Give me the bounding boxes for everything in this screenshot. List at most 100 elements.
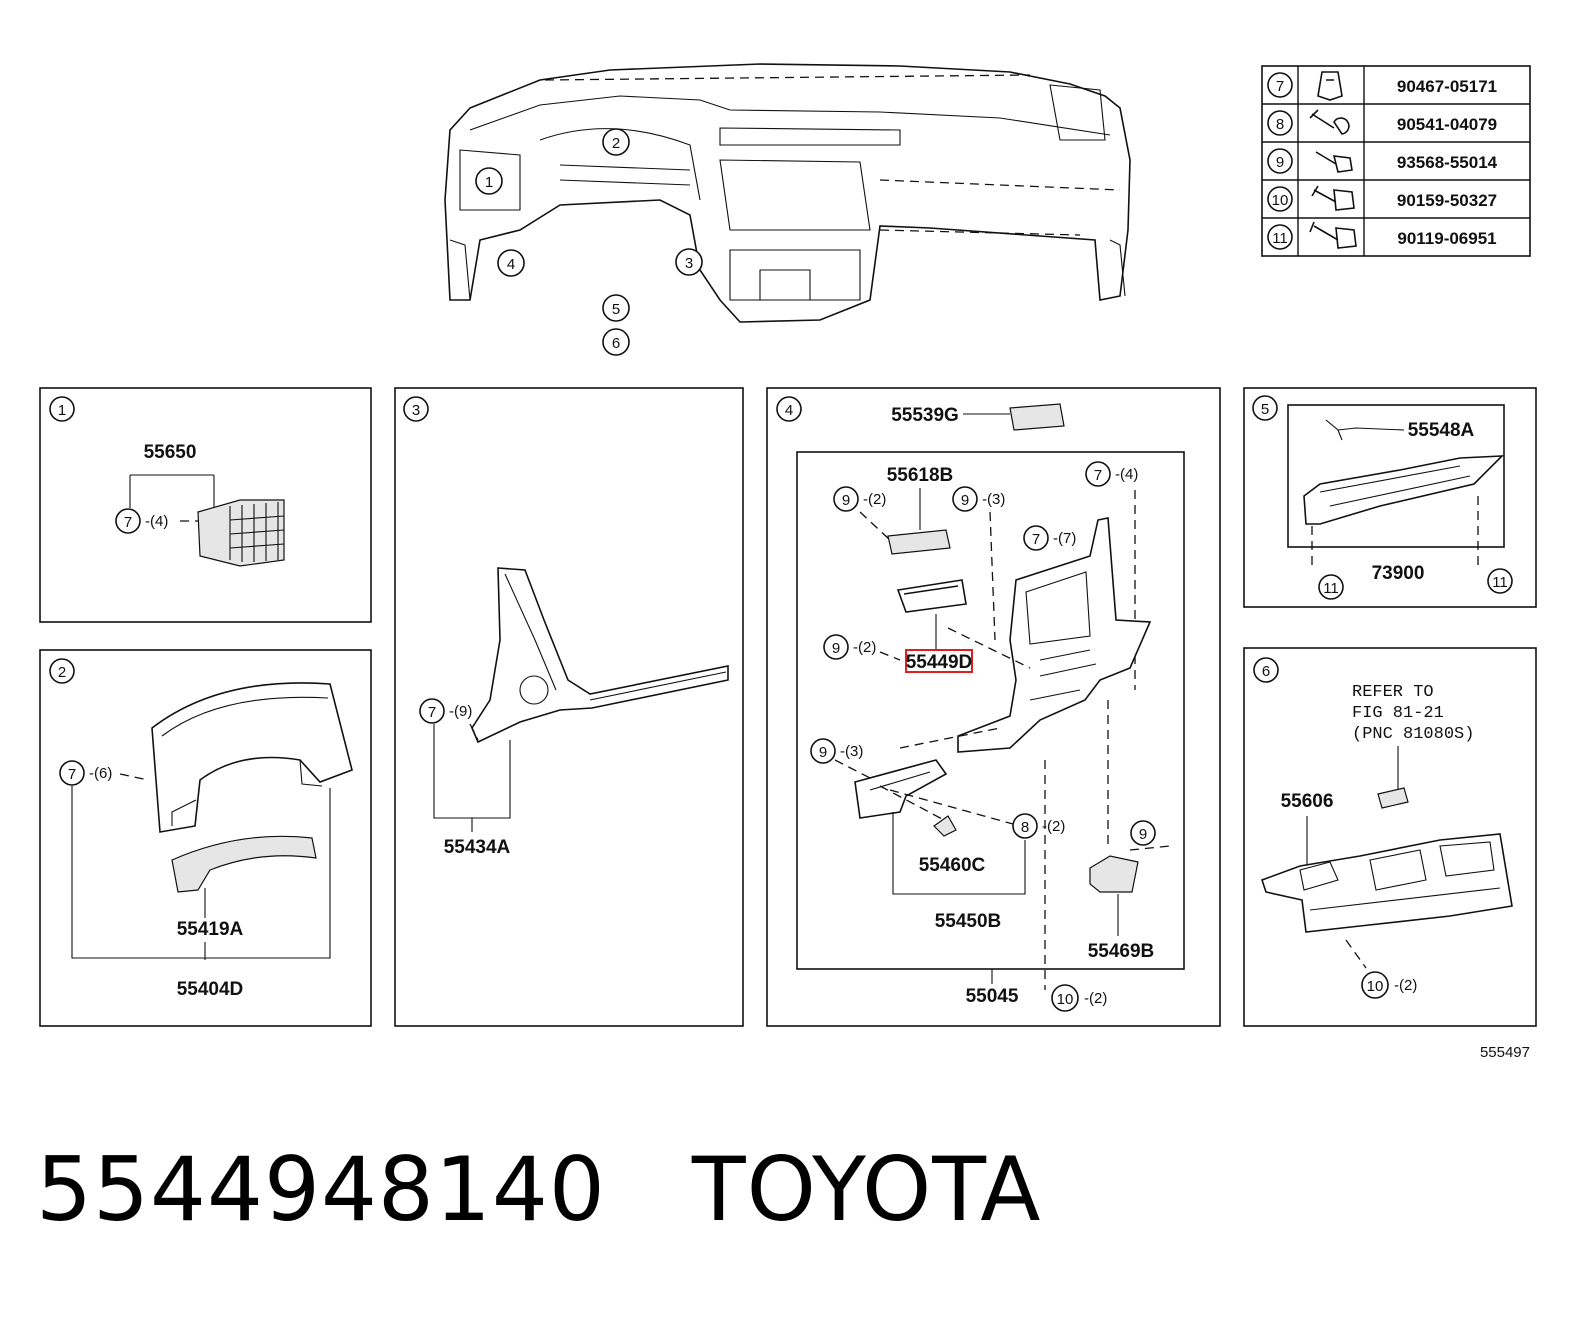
- svg-text:7: 7: [1276, 78, 1284, 95]
- center-brace-part-icon: [1260, 833, 1513, 933]
- svg-text:-(4): -(4): [1115, 466, 1138, 483]
- svg-text:55469B: 55469B: [1088, 941, 1155, 962]
- callout-4: 4: [497, 249, 525, 277]
- svg-text:8: 8: [1276, 116, 1284, 133]
- vent-part-icon: [197, 499, 285, 567]
- screw-icon: [1315, 151, 1353, 173]
- svg-text:7: 7: [1094, 467, 1102, 484]
- table-row: 8 90541-04079: [1267, 109, 1497, 136]
- bezel-part-icon: [887, 529, 951, 555]
- svg-text:55460C: 55460C: [919, 855, 986, 876]
- svg-text:-(6): -(6): [89, 765, 112, 782]
- panel-3: 3 7 -(9) 55434A: [394, 387, 744, 1027]
- svg-text:-(2): -(2): [863, 491, 886, 508]
- svg-text:90467-05171: 90467-05171: [1397, 77, 1497, 96]
- svg-text:55539G: 55539G: [891, 405, 959, 426]
- svg-text:-(3): -(3): [982, 491, 1005, 508]
- svg-text:11: 11: [1323, 580, 1339, 597]
- part-number: 5544948140: [36, 1138, 606, 1241]
- svg-text:REFER TO: REFER TO: [1352, 683, 1434, 702]
- svg-text:90159-50327: 90159-50327: [1397, 191, 1497, 210]
- svg-text:8: 8: [1021, 819, 1029, 836]
- svg-text:9: 9: [1276, 154, 1284, 171]
- svg-text:90541-04079: 90541-04079: [1397, 115, 1497, 134]
- svg-text:9: 9: [842, 492, 850, 509]
- svg-text:-(2): -(2): [1084, 990, 1107, 1007]
- svg-text:55450B: 55450B: [935, 911, 1002, 932]
- bolt-icon: [1311, 185, 1355, 211]
- svg-text:4: 4: [785, 402, 793, 419]
- panel-1: 1 55650 7 -(4): [39, 387, 372, 623]
- callout-3: 3: [675, 248, 703, 276]
- svg-text:55606: 55606: [1281, 791, 1334, 812]
- cluster-finish-panel-icon: [151, 682, 353, 833]
- pin-part-icon: [933, 815, 957, 837]
- svg-text:2: 2: [612, 135, 620, 152]
- svg-text:73900: 73900: [1372, 563, 1425, 584]
- svg-text:-(2): -(2): [1394, 977, 1417, 994]
- svg-text:7: 7: [1032, 531, 1040, 548]
- figure-id: 555497: [1480, 1044, 1530, 1061]
- svg-text:9: 9: [832, 640, 840, 657]
- fastener-table: 7 90467-05171 8 90541-04079 9 93568-5501…: [1261, 65, 1531, 257]
- svg-text:1: 1: [485, 174, 493, 191]
- svg-text:-(3): -(3): [840, 743, 863, 760]
- connector-part-icon: [1377, 787, 1409, 809]
- svg-text:-(2): -(2): [853, 639, 876, 656]
- svg-text:1: 1: [58, 402, 66, 419]
- pin-icon: [1309, 109, 1350, 135]
- svg-text:7: 7: [68, 766, 76, 783]
- svg-text:6: 6: [1262, 663, 1270, 680]
- svg-text:55419A: 55419A: [177, 919, 244, 940]
- table-row: 7 90467-05171: [1267, 71, 1497, 101]
- clip-icon: [1317, 71, 1343, 101]
- svg-text:4: 4: [507, 256, 515, 273]
- svg-text:(PNC 81080S): (PNC 81080S): [1352, 725, 1474, 744]
- svg-text:9: 9: [961, 492, 969, 509]
- table-row: 9 93568-55014: [1267, 148, 1498, 174]
- svg-text:7: 7: [428, 704, 436, 721]
- svg-text:90119-06951: 90119-06951: [1397, 229, 1496, 248]
- lower-panel-part-icon: [957, 517, 1152, 753]
- dashboard-overview: [444, 63, 1131, 323]
- cluster-inner-panel-icon: [171, 835, 317, 893]
- table-row: 11 90119-06951: [1267, 221, 1497, 250]
- svg-text:11: 11: [1272, 230, 1288, 247]
- svg-text:55650: 55650: [144, 442, 197, 463]
- svg-text:3: 3: [685, 255, 693, 272]
- svg-text:55434A: 55434A: [444, 837, 511, 858]
- svg-text:-(7): -(7): [1053, 530, 1076, 547]
- svg-text:55548A: 55548A: [1408, 420, 1475, 441]
- bolt-washer-icon: [1309, 221, 1357, 249]
- svg-text:55618B: 55618B: [887, 465, 954, 486]
- upper-panel-part-icon: [1303, 455, 1505, 525]
- svg-text:6: 6: [612, 335, 620, 352]
- svg-text:10: 10: [1367, 978, 1384, 995]
- wire-part-icon: [1325, 419, 1405, 441]
- switch-part-icon: [1009, 403, 1065, 431]
- svg-text:-(9): -(9): [449, 703, 472, 720]
- svg-text:93568-55014: 93568-55014: [1397, 153, 1498, 172]
- callout-5: 5: [602, 294, 630, 322]
- svg-text:-(2): -(2): [1042, 818, 1065, 835]
- svg-text:-(4): -(4): [145, 513, 168, 530]
- svg-text:2: 2: [58, 664, 66, 681]
- svg-text:10: 10: [1272, 192, 1289, 209]
- callout-2: 2: [602, 128, 630, 156]
- svg-text:5: 5: [1261, 401, 1269, 418]
- svg-text:5: 5: [612, 301, 620, 318]
- svg-text:55404D: 55404D: [177, 979, 244, 1000]
- svg-text:55045: 55045: [966, 986, 1019, 1007]
- svg-text:10: 10: [1057, 991, 1074, 1008]
- panel-4: 4 55539G 55618B 9 -(2) 9 -(3) 7 -(4) 7 -…: [766, 387, 1221, 1027]
- panel-6: 6 REFER TO FIG 81-21 (PNC 81080S) 55606 …: [1243, 647, 1537, 1027]
- table-row: 10 90159-50327: [1267, 185, 1497, 212]
- svg-text:FIG 81-21: FIG 81-21: [1352, 704, 1444, 723]
- lower-trim-part-icon: [471, 567, 729, 744]
- glove-box-bracket-icon: [854, 759, 948, 819]
- callout-6: 6: [602, 328, 630, 356]
- side-bracket-part-icon: [1089, 855, 1139, 893]
- svg-text:3: 3: [412, 402, 420, 419]
